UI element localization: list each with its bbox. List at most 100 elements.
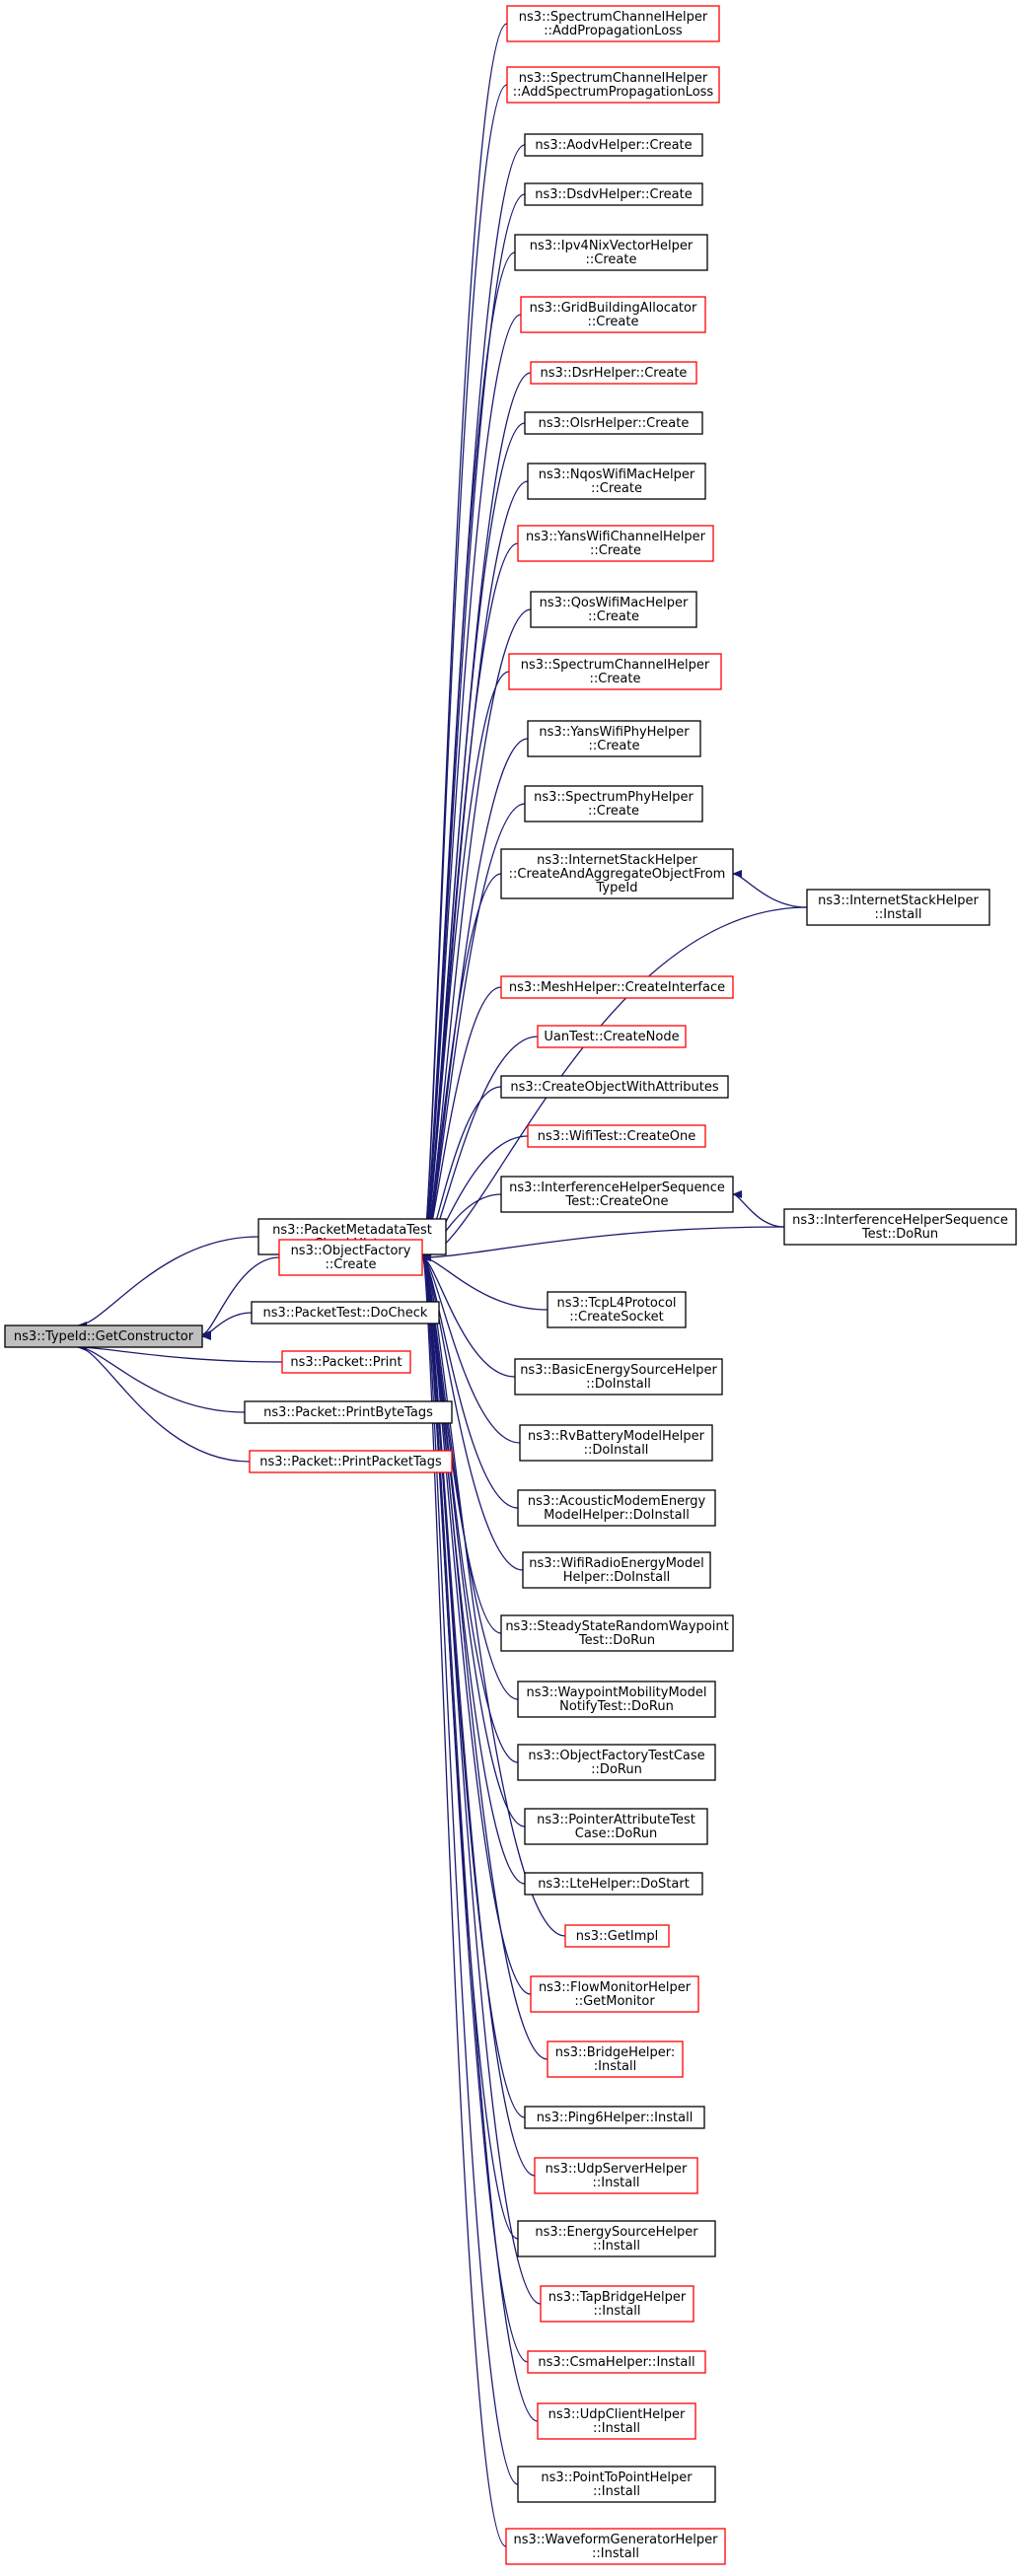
node-box [520,296,706,333]
graph-node-c11[interactable]: ns3::QosWifiMacHelper::Create [530,591,697,628]
graph-node-root[interactable]: ns3::TypeId::GetConstructor [4,1324,203,1348]
graph-node-c17[interactable]: UanTest::CreateNode [537,1025,687,1048]
graph-node-c15[interactable]: ns3::InternetStackHelper::CreateAndAggre… [500,848,734,899]
graph-node-c22[interactable]: ns3::BasicEnergySourceHelper::DoInstall [514,1358,723,1395]
node-box [524,1872,703,1896]
edge-pmt-to-root [77,1236,259,1329]
graph-node-c10[interactable]: ns3::YansWifiChannelHelper::Create [517,525,714,562]
node-box [530,361,697,385]
graph-node-c4[interactable]: ns3::DsdvHelper::Create [524,182,703,206]
node-label-line: ns3::RvBatteryModelHelper [528,1429,705,1444]
node-box [534,2157,698,2194]
graph-node-c18[interactable]: ns3::CreateObjectWithAttributes [500,1075,729,1099]
node-label-line: ns3::AodvHelper::Create [535,138,692,153]
graph-node-c35[interactable]: ns3::UdpServerHelper::Install [534,2157,698,2194]
graph-node-c20[interactable]: ns3::InterferenceHelperSequenceTest::Cre… [500,1176,734,1213]
edge-c31-to-of [421,1253,566,1937]
graph-node-c33[interactable]: ns3::BridgeHelper::Install [547,2040,684,2078]
node-box [244,1400,453,1424]
node-box [508,653,722,690]
edge-c41-to-of [421,1253,507,2547]
edge-ish-to-c15 [732,870,808,908]
graph-node-c16[interactable]: ns3::MeshHelper::CreateInterface [500,975,734,999]
node-box [517,525,714,562]
node-box [514,1358,723,1395]
node-box [524,411,703,435]
graph-node-c40[interactable]: ns3::PointToPointHelper::Install [517,2466,716,2503]
node-box [500,848,734,899]
graph-node-c23[interactable]: ns3::RvBatteryModelHelper::DoInstall [519,1424,713,1462]
node-label-line: ::Install [593,2421,640,2436]
edge-ppbt-to-root [77,1343,246,1413]
graph-node-c38[interactable]: ns3::CsmaHelper::Install [527,2350,706,2374]
graph-node-c41[interactable]: ns3::WaveformGeneratorHelper::Install [505,2528,726,2565]
edge-c23-to-of [421,1253,521,1444]
graph-node-c30[interactable]: ns3::LteHelper::DoStart [524,1872,703,1896]
node-label-line: ModelHelper::DoInstall [544,1508,690,1523]
graph-node-c14[interactable]: ns3::SpectrumPhyHelper::Create [524,785,703,823]
node-label-line: ns3::Packet::PrintPacketTags [259,1455,442,1469]
graph-node-c28[interactable]: ns3::ObjectFactoryTestCase::DoRun [517,1744,716,1781]
node-label-line: ::Create [590,543,641,558]
graph-node-c31[interactable]: ns3::GetImpl [564,1924,670,1948]
node-box [500,1176,734,1213]
graph-node-c9[interactable]: ns3::NqosWifiMacHelper::Create [527,463,706,500]
node-label-line: ns3::UdpClientHelper [548,2407,686,2422]
graph-node-c19[interactable]: ns3::WifiTest::CreateOne [527,1124,706,1148]
graph-node-c24[interactable]: ns3::AcousticModemEnergyModelHelper::DoI… [517,1489,716,1527]
node-label-line: ::Install [592,2546,639,2561]
graph-node-ish[interactable]: ns3::InternetStackHelper::Install [806,889,990,926]
graph-node-c12[interactable]: ns3::SpectrumChannelHelper::Create [508,653,722,690]
graph-node-c7[interactable]: ns3::DsrHelper::Create [530,361,697,385]
node-box [524,133,703,157]
edge-c32-to-of [421,1253,532,1995]
node-box [524,2106,705,2129]
node-label-line: :Install [594,2059,637,2074]
graph-node-c34[interactable]: ns3::Ping6Helper::Install [524,2106,705,2129]
graph-node-c21[interactable]: ns3::TcpL4Protocol::CreateSocket [547,1291,687,1328]
graph-node-c37[interactable]: ns3::TapBridgeHelper::Install [540,2285,694,2323]
node-box [527,463,706,500]
nodes-layer: ns3::TypeId::GetConstructorns3::PacketMe… [4,5,1017,2565]
node-box [4,1324,203,1348]
node-label-line: Test::DoRun [578,1633,655,1648]
node-label-line: ns3::BridgeHelper: [555,2045,676,2060]
node-label-line: ::GetMonitor [574,1994,655,2009]
node-label-line: ns3::WaveformGeneratorHelper [513,2533,718,2547]
node-label-line: ::DoInstall [586,1377,651,1392]
graph-node-c25[interactable]: ns3::WifiRadioEnergyModelHelper::DoInsta… [522,1551,711,1589]
node-label-line: ns3::TapBridgeHelper [548,2290,687,2305]
node-label-line: ::Install [875,907,922,922]
edge-c6-to-of [421,314,522,1261]
graph-node-c3[interactable]: ns3::AodvHelper::Create [524,133,703,157]
graph-node-c6[interactable]: ns3::GridBuildingAllocator::Create [520,296,706,333]
graph-node-c27[interactable]: ns3::WaypointMobilityModelNotifyTest::Do… [517,1681,716,1718]
graph-node-c5[interactable]: ns3::Ipv4NixVectorHelper::Create [514,234,708,271]
graph-node-pp[interactable]: ns3::Packet::Print [281,1350,411,1374]
node-label-line: ns3::BasicEnergySourceHelper [520,1363,717,1378]
graph-node-c8[interactable]: ns3::OlsrHelper::Create [524,411,703,435]
graph-node-c36[interactable]: ns3::EnergySourceHelper::Install [517,2220,716,2257]
node-box [517,1681,716,1718]
graph-node-c13[interactable]: ns3::YansWifiPhyHelper::Create [527,720,701,757]
graph-node-c26[interactable]: ns3::SteadyStateRandomWaypointTest::DoRu… [500,1614,734,1652]
graph-node-c39[interactable]: ns3::UdpClientHelper::Install [537,2402,696,2440]
node-label-line: ns3::GridBuildingAllocator [530,301,697,316]
node-label-line: ns3::PacketTest::DoCheck [263,1306,428,1321]
edge-c25-to-of [421,1253,524,1571]
edge-c22-to-of [421,1253,516,1378]
node-label-line: ::CreateSocket [569,1310,663,1324]
graph-node-c32[interactable]: ns3::FlowMonitorHelper::GetMonitor [530,1975,699,2013]
graph-node-pppt[interactable]: ns3::Packet::PrintPacketTags [249,1450,453,1473]
graph-node-ptdc[interactable]: ns3::PacketTest::DoCheck [251,1301,440,1324]
graph-node-of[interactable]: ns3::ObjectFactory::Create [278,1239,423,1276]
node-label-line: ns3::AcousticModemEnergy [528,1494,706,1509]
node-label-line: ::Create [326,1257,377,1272]
graph-node-ppbt[interactable]: ns3::Packet::PrintByteTags [244,1400,453,1424]
node-label-line: ::Install [593,2239,640,2254]
graph-node-c2[interactable]: ns3::SpectrumChannelHelper::AddSpectrumP… [506,66,720,104]
graph-node-ihs[interactable]: ns3::InterferenceHelperSequenceTest::DoR… [783,1208,1017,1246]
graph-node-c1[interactable]: ns3::SpectrumChannelHelper::AddPropagati… [506,5,720,42]
